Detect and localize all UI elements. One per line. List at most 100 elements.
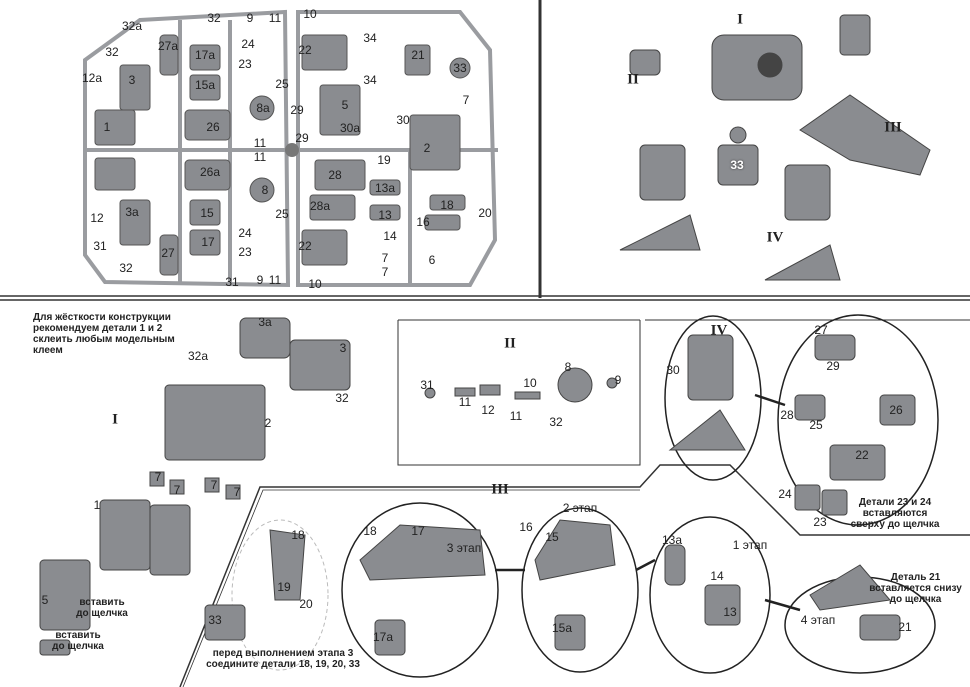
part-label: 3a — [258, 315, 272, 329]
part-label: 32 — [549, 415, 563, 429]
part-label: 13 — [723, 605, 737, 619]
pre-stage-3-note: перед выполнением этапа 3 соедините дета… — [206, 648, 360, 670]
part-label: 15a — [551, 621, 573, 635]
sprue-part-label: 18 — [440, 198, 454, 212]
sprue-part-label: 11 — [268, 11, 282, 25]
sprue-part-label: 22 — [298, 43, 312, 57]
part-label: 7 — [233, 485, 241, 499]
part-label: 10 — [523, 376, 537, 390]
part-label: 17 — [411, 524, 425, 538]
pre-assembly-part-label: 33 — [208, 613, 222, 627]
pre-assembly-part-label: 19 — [277, 580, 291, 594]
sprue-part-label: 10 — [303, 7, 317, 21]
sprue-part-label: 19 — [377, 153, 391, 167]
sprue-part-label: 22 — [298, 239, 312, 253]
sprue-part-label: 34 — [363, 31, 377, 45]
part-label: 17a — [372, 630, 394, 644]
stage-label: 2 этап — [562, 501, 598, 515]
panel-I-parts — [39, 317, 351, 656]
sprue-part-label: 3a — [125, 205, 139, 219]
sprue-part-label: 8a — [256, 101, 270, 115]
sprue-part-label: 32 — [105, 45, 119, 59]
stage-label: 4 этап — [800, 613, 836, 627]
part-label: 8 — [564, 360, 572, 374]
part-label: 24 — [778, 487, 792, 501]
sprue-part-label: 24 — [241, 37, 255, 51]
part-label: 26 — [889, 403, 903, 417]
sprue-part-label: 33 — [453, 61, 467, 75]
part-label: 13a — [661, 533, 683, 547]
panel-II-parts — [424, 367, 618, 403]
sprue-part-label: 31 — [93, 239, 107, 253]
sprue-part-label: 12a — [81, 71, 103, 85]
overview-step-label: II — [627, 71, 639, 88]
sprue-part-label: 16 — [416, 215, 430, 229]
sprue-part-label: 2 — [423, 141, 431, 155]
sprue-part-label: 29 — [290, 103, 304, 117]
sprue-part-label: 13 — [378, 208, 392, 222]
part-label: 23 — [813, 515, 827, 529]
overview-part-label: 33 — [730, 158, 744, 172]
sprue-part-label: 34 — [363, 73, 377, 87]
part-label: 11 — [458, 395, 472, 409]
sprue-part-label: 5 — [341, 98, 349, 112]
sprue-part-label: 11 — [253, 150, 267, 164]
part-label: 29 — [826, 359, 840, 373]
stage-label: 3 этап — [446, 541, 482, 555]
panel-IV-title: IV — [710, 322, 728, 339]
sprue-part-label: 3 — [128, 73, 136, 87]
sprue-part-label: 20 — [478, 206, 492, 220]
sprue-part-label: 7 — [462, 93, 470, 107]
sprue-part-label: 31 — [225, 275, 239, 289]
sprue-part-label: 1 — [103, 120, 111, 134]
sprue-part-label: 7 — [381, 265, 389, 279]
part-label: 7 — [210, 478, 218, 492]
sprue-part-label: 15 — [200, 206, 214, 220]
overview-step-label: I — [737, 11, 743, 28]
sprue-part-label: 8 — [261, 183, 269, 197]
part-label: 2 — [264, 416, 272, 430]
part-label: 3 — [339, 341, 347, 355]
sprue-part-label: 14 — [383, 229, 397, 243]
panel-III-artwork — [231, 502, 936, 678]
part-label: 32 — [335, 391, 349, 405]
part-label: 9 — [614, 373, 622, 387]
sprue-part-label: 15a — [194, 78, 216, 92]
sprue-part-label: 28a — [309, 199, 331, 213]
part-label: 12 — [481, 403, 495, 417]
part-label: 5 — [41, 593, 49, 607]
sprue-part-label: 17a — [194, 48, 216, 62]
pre-assembly-part-label: 20 — [299, 597, 313, 611]
sprue-part-label: 12 — [90, 211, 104, 225]
part-label: 31 — [420, 378, 434, 392]
click-note-2: вставить до щелчка — [52, 630, 104, 652]
part-label: 7 — [173, 483, 181, 497]
overview-step-label: III — [884, 119, 902, 136]
sprue-part-label: 10 — [308, 277, 322, 291]
part-21-note: Деталь 21 вставляется снизу до щелчка — [869, 572, 962, 605]
sprue-part-label: 24 — [238, 226, 252, 240]
sprue-part-label: 29 — [295, 131, 309, 145]
sprue-part-label: 6 — [428, 253, 436, 267]
part-label: 22 — [855, 448, 869, 462]
sprue-part-label: 11 — [268, 273, 282, 287]
sprue-part-label: 7 — [381, 251, 389, 265]
part-label: 30 — [666, 363, 680, 377]
sprue-part-label: 13a — [374, 181, 396, 195]
sprue-part-label: 28 — [328, 168, 342, 182]
sprue-parts — [94, 34, 471, 276]
parts-23-24-note: Детали 23 и 24 вставляются сверху до щел… — [850, 497, 940, 530]
panel-II-title: II — [504, 335, 516, 352]
part-label: 14 — [710, 569, 724, 583]
panel-III-parts — [204, 519, 901, 656]
sprue-part-label: 9 — [256, 273, 264, 287]
sprue-part-label: 25 — [275, 77, 289, 91]
panel-IV-artwork — [664, 314, 939, 526]
overview-parts — [619, 14, 931, 281]
sprue-part-label: 27 — [161, 246, 175, 260]
sprue-part-label: 32 — [207, 11, 221, 25]
part-label: 11 — [509, 409, 523, 423]
sprue-part-label: 11 — [253, 136, 267, 150]
